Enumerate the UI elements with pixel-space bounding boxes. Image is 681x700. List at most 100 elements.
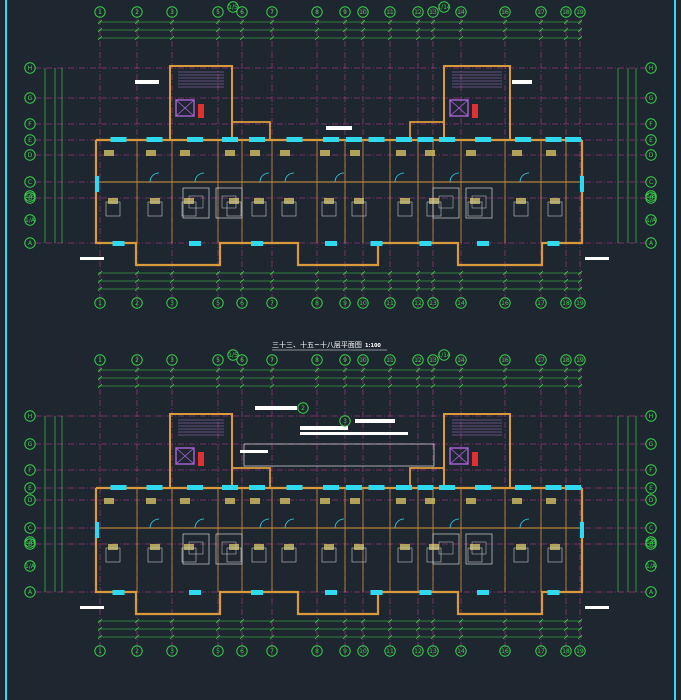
dimension-tick bbox=[538, 634, 544, 640]
dimension-tick bbox=[458, 270, 464, 276]
bed-outline bbox=[281, 547, 297, 563]
axis-bubble-right-H: H bbox=[645, 62, 657, 74]
axis-bubble-bottom-19-label: 19 bbox=[576, 300, 584, 307]
furniture-block bbox=[425, 150, 435, 156]
dimension-tick bbox=[563, 618, 569, 624]
axis-bubble-top-14-circle bbox=[455, 354, 467, 366]
dimension-tick bbox=[215, 375, 221, 381]
furniture-block bbox=[400, 544, 410, 550]
dimension-tick bbox=[342, 270, 348, 276]
axis-bubble-right-E-circle bbox=[645, 134, 657, 146]
window bbox=[251, 241, 263, 246]
axis-bubble-bottom-3: 3 bbox=[166, 297, 178, 309]
axis-bubble-bottom-11-label: 11 bbox=[386, 300, 394, 307]
axis-bubble-bottom-8-circle bbox=[311, 297, 323, 309]
axis-bubble-bottom-16-label: 16 bbox=[501, 648, 509, 655]
axis-bubble-top-9-circle bbox=[339, 6, 351, 18]
axis-bubble-left-F-label: F bbox=[28, 467, 32, 474]
axis-bubble-bottom-6: 6 bbox=[236, 297, 248, 309]
furniture-block bbox=[280, 150, 290, 156]
axis-bubble-left-C-circle bbox=[24, 522, 36, 534]
axis-bubble-bottom-11-label: 11 bbox=[386, 648, 394, 655]
axis-bubble-top-3-circle bbox=[166, 6, 178, 18]
door-swing-arc bbox=[259, 172, 270, 183]
axis-bubble-left-E-circle bbox=[24, 482, 36, 494]
axis-bubble-top-12-label: 12 bbox=[414, 9, 422, 16]
dimension-tick bbox=[239, 27, 245, 33]
window bbox=[251, 590, 263, 595]
axis-bubble-bottom-16: 16 bbox=[499, 645, 511, 657]
axis-bubble-top-2-circle bbox=[131, 6, 143, 18]
furniture-block bbox=[254, 198, 264, 204]
axis-bubble-bottom-14-circle bbox=[455, 645, 467, 657]
furniture-block bbox=[150, 544, 160, 550]
dimension-tick bbox=[387, 383, 393, 389]
dimension-tick bbox=[387, 286, 393, 292]
dimension-tick bbox=[502, 367, 508, 373]
axis-bubble-bottom-17-circle bbox=[535, 645, 547, 657]
window-east bbox=[580, 522, 584, 538]
axis-bubble-left-F-circle bbox=[24, 464, 36, 476]
dimension-tick bbox=[269, 618, 275, 624]
axis-bubble-left-D-circle bbox=[24, 494, 36, 506]
axis-bubble-left-1B: 1/B bbox=[24, 536, 36, 548]
axis-bubble-bottom-17-circle bbox=[535, 297, 547, 309]
axis-bubble-right-1A: 1/A bbox=[645, 214, 657, 226]
axis-bubble-right-H-label: H bbox=[649, 413, 654, 420]
axis-bubble-top-17-circle bbox=[535, 6, 547, 18]
dimension-tick bbox=[342, 618, 348, 624]
dimension-tick bbox=[169, 286, 175, 292]
window bbox=[417, 485, 434, 490]
window-east bbox=[580, 176, 584, 192]
axis-bubble-top-12-circle bbox=[412, 6, 424, 18]
axis-bubble-bottom-10-label: 10 bbox=[359, 648, 367, 655]
axis-bubble-bottom-9-label: 9 bbox=[343, 648, 347, 655]
dimension-tick bbox=[97, 375, 103, 381]
axis-bubble-top-10: 10 bbox=[357, 6, 369, 18]
dimension-tick bbox=[239, 286, 245, 292]
axis-bubble-top-6-circle bbox=[236, 354, 248, 366]
axis-bubble-right-1A-circle bbox=[645, 214, 657, 226]
dimension-tick bbox=[169, 383, 175, 389]
axis-bubble-top-16: 16 bbox=[499, 354, 511, 366]
axis-bubble-bottom-5-circle bbox=[212, 645, 224, 657]
bed-outline bbox=[547, 547, 563, 563]
axis-bubble-bottom-12: 12 bbox=[412, 645, 424, 657]
axis-bubble-left-G-label: G bbox=[28, 95, 33, 102]
dimension-tick bbox=[215, 618, 221, 624]
axis-bubble-bottom-16: 16 bbox=[499, 297, 511, 309]
axis-bubble-right-H-circle bbox=[645, 62, 657, 74]
dimension-tick bbox=[538, 383, 544, 389]
axis-bubble-right-E-label: E bbox=[649, 485, 653, 492]
axis-bubble-left-F-label: F bbox=[28, 121, 32, 128]
axis-bubble-bottom-6-circle bbox=[236, 645, 248, 657]
dimension-tick bbox=[169, 618, 175, 624]
axis-bubble-bottom-8-label: 8 bbox=[315, 300, 319, 307]
axis-bubble-bottom-1-label: 1 bbox=[98, 300, 102, 307]
axis-bubble-left-E: E bbox=[24, 134, 36, 146]
axis-bubble-left-1A-label: 1/A bbox=[25, 217, 36, 224]
dimension-tick bbox=[563, 626, 569, 632]
elevator-shaft-1 bbox=[449, 99, 469, 117]
axis-bubble-right-F-label: F bbox=[649, 467, 653, 474]
window bbox=[417, 137, 434, 142]
door-swing-arc bbox=[194, 172, 205, 183]
dimension-tick bbox=[314, 286, 320, 292]
axis-bubble-left-D-label: D bbox=[28, 497, 33, 504]
axis-bubble-right-B-label: B bbox=[649, 541, 653, 548]
dimension-tick bbox=[415, 618, 421, 624]
coffee-table bbox=[438, 195, 454, 209]
axis-bubble-bottom-9-circle bbox=[339, 645, 351, 657]
furniture-block bbox=[225, 498, 235, 504]
furniture-block bbox=[108, 198, 118, 204]
bed-outline bbox=[251, 201, 267, 217]
axis-bubble-bottom-17-label: 17 bbox=[537, 300, 545, 307]
axis-bubble-bottom-3-label: 3 bbox=[170, 648, 174, 655]
dimension-tick bbox=[169, 634, 175, 640]
furniture-block bbox=[324, 198, 334, 204]
elevator-shaft-1 bbox=[449, 447, 469, 465]
axis-bubble-bottom-19: 19 bbox=[574, 297, 586, 309]
axis-bubble-bottom-11: 11 bbox=[384, 297, 396, 309]
dimension-tick bbox=[169, 626, 175, 632]
dimension-tick bbox=[538, 270, 544, 276]
